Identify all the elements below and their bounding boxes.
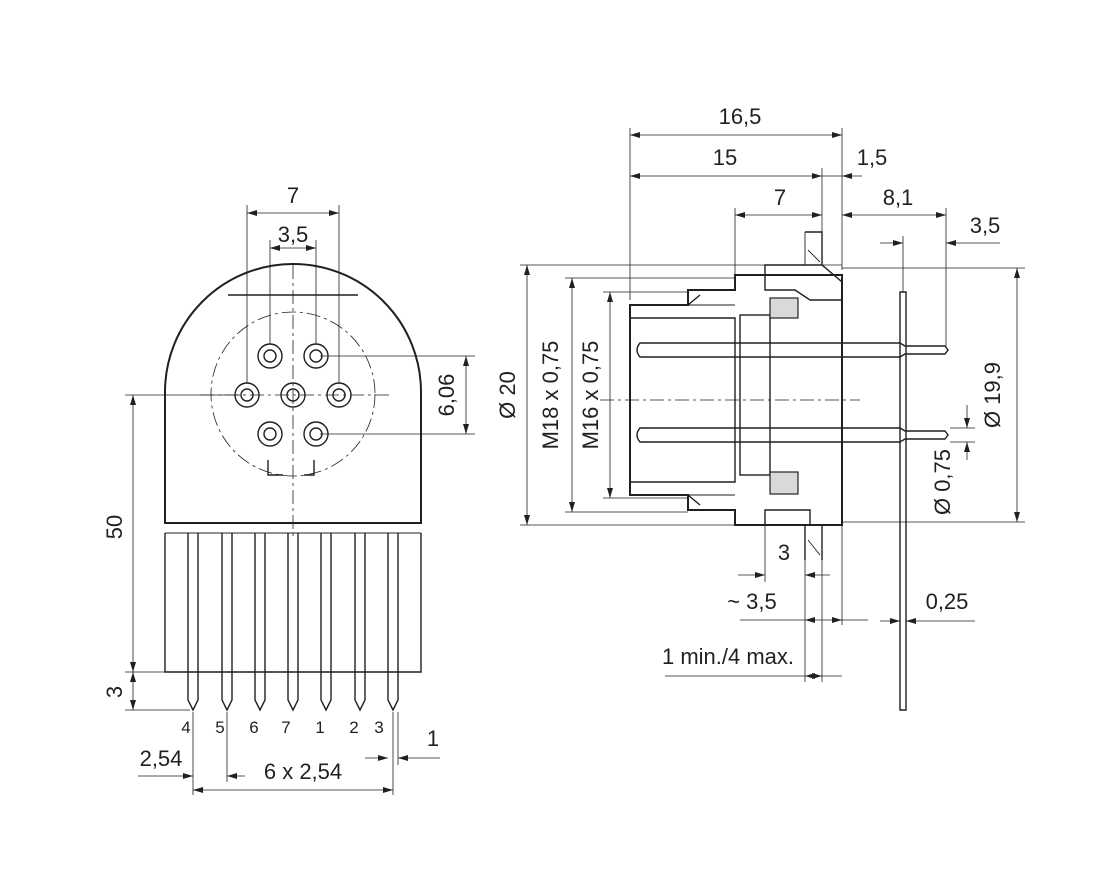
dim-front-6-06: 6,06 <box>434 374 459 417</box>
pcb-pins <box>187 533 399 712</box>
dim-front-2-54: 2,54 <box>140 746 183 771</box>
pin-labels: 4 5 6 7 1 2 3 <box>181 718 383 737</box>
side-flange <box>764 264 843 301</box>
side-pcb <box>899 291 907 711</box>
dim-side-m16: M16 x 0,75 <box>578 341 603 450</box>
dim-side-1-5: 1,5 <box>857 145 888 170</box>
contact-hole <box>257 421 283 447</box>
dim-side-8-1: 8,1 <box>883 185 914 210</box>
pin-label: 6 <box>249 718 258 737</box>
pin-label: 4 <box>181 718 190 737</box>
dim-side-16-5: 16,5 <box>719 104 762 129</box>
side-seal-bottom <box>769 471 799 495</box>
dim-front-3-5: 3,5 <box>278 222 309 247</box>
pin-label: 2 <box>349 718 358 737</box>
dim-side-panel-thickness: 1 min./4 max. <box>662 644 794 669</box>
front-coding-key <box>267 460 315 476</box>
side-panel <box>804 231 823 560</box>
dim-side-dia-20: Ø 20 <box>495 371 520 419</box>
pin-label: 5 <box>215 718 224 737</box>
pcb-pin <box>287 533 299 712</box>
side-insert <box>739 314 771 476</box>
pin-label: 3 <box>374 718 383 737</box>
dim-front-50: 50 <box>102 515 127 539</box>
side-seal-top <box>769 297 799 319</box>
dim-side-15: 15 <box>713 145 737 170</box>
front-housing-outline <box>164 263 422 524</box>
pcb-pin <box>387 533 399 712</box>
pin-label: 1 <box>315 718 324 737</box>
front-view: 4 5 6 7 1 2 3 7 3,5 6,06 50 3 <box>102 183 475 795</box>
dim-side-3-5-top: 3,5 <box>970 213 1001 238</box>
pcb-pin <box>221 533 233 712</box>
dim-side-7: 7 <box>774 185 786 210</box>
pcb-pin <box>187 533 199 712</box>
pcb-pin <box>320 533 332 712</box>
pcb-pin <box>254 533 266 712</box>
dim-front-1: 1 <box>427 726 439 751</box>
dim-side-approx-3-5: ~ 3,5 <box>727 589 777 614</box>
contact-hole <box>257 343 283 369</box>
dim-front-6x2-54: 6 x 2,54 <box>264 759 342 784</box>
side-contact-pin-lower <box>636 427 949 443</box>
dim-side-3: 3 <box>778 540 790 565</box>
dim-side-0-25: 0,25 <box>926 589 969 614</box>
side-contact-pin-upper <box>636 342 949 358</box>
dim-side-m18: M18 x 0,75 <box>538 341 563 450</box>
pcb-pin-block <box>164 533 422 673</box>
dim-side-dia-0-75: Ø 0,75 <box>930 449 955 515</box>
side-view: 16,5 15 1,5 7 8,1 3,5 Ø 20 M18 x 0,75 <box>495 104 1025 711</box>
dim-side-dia-19-9: Ø 19,9 <box>980 362 1005 428</box>
dim-front-3: 3 <box>102 686 127 698</box>
pin-label: 7 <box>281 718 290 737</box>
pcb-pin <box>354 533 366 712</box>
dim-front-7: 7 <box>287 183 299 208</box>
